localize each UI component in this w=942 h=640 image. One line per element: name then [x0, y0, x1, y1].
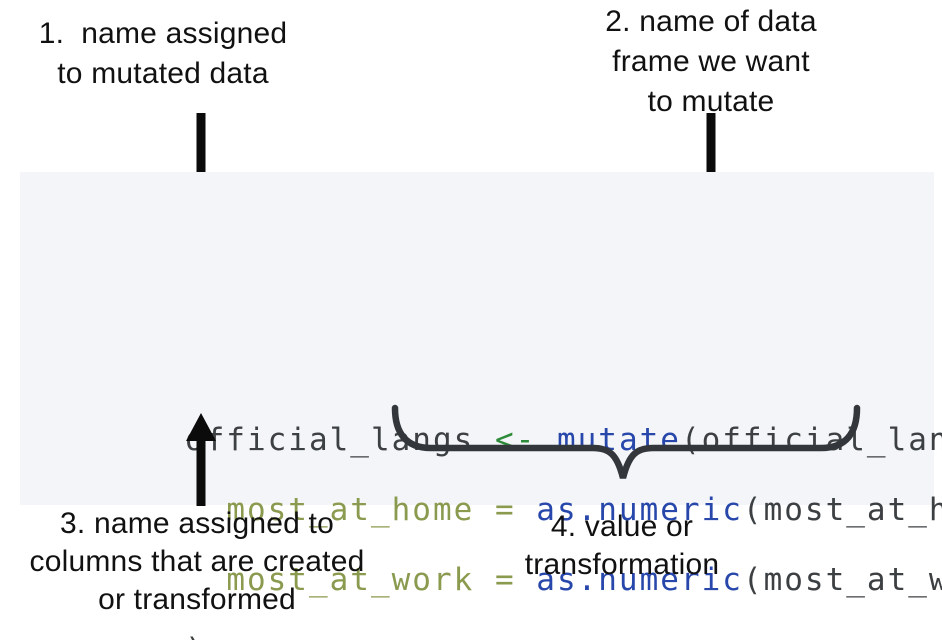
- underbrace-icon: [391, 404, 861, 479]
- annotation-line: columns that are created: [29, 545, 365, 578]
- annotation-4-value-or-transformation: 4. value or transformation: [472, 508, 772, 584]
- annotation-1-name-assigned-to-mutated-data: 1. name assigned to mutated data: [13, 14, 313, 94]
- annotation-line: 2. name of data: [605, 5, 817, 38]
- code-token: (most_at_work): [742, 562, 942, 598]
- code-line-4: ): [61, 590, 206, 640]
- code-token: (official_langs,: [680, 422, 942, 458]
- code-token: most_at_work =: [226, 562, 537, 598]
- arrow-3-up-icon: [186, 413, 216, 506]
- annotation-line: 1. name assigned: [38, 17, 288, 50]
- code-token: ): [185, 632, 206, 640]
- annotation-line: 4. value or: [550, 510, 694, 543]
- annotation-line: 3. name assigned to: [60, 507, 334, 540]
- code-line-2: most_at_home = as.numeric(most_at_home),: [61, 450, 942, 570]
- code-token: (most_at_home),: [742, 492, 942, 528]
- annotation-3-column-names: 3. name assigned to columns that are cre…: [16, 505, 378, 619]
- code-token: most_at_home =: [226, 492, 537, 528]
- code-token: mutate: [556, 422, 681, 458]
- arrow-shaft: [196, 113, 206, 181]
- code-line-1: official_langs <- mutate(official_langs,: [61, 380, 942, 500]
- code-token: as.numeric: [536, 562, 743, 598]
- arrow-shaft: [196, 439, 206, 506]
- arrowhead-up-icon: [186, 413, 216, 441]
- annotation-2-name-of-data-frame: 2. name of data frame we want to mutate: [561, 2, 861, 122]
- annotation-line: to mutated data: [57, 57, 269, 90]
- code-token: as.numeric: [536, 492, 743, 528]
- annotation-line: frame we want: [612, 45, 810, 78]
- arrow-shaft: [706, 113, 716, 181]
- annotation-line: to mutate: [647, 85, 775, 118]
- annotation-line: transformation: [524, 548, 720, 581]
- code-line-3: most_at_work = as.numeric(most_at_work): [61, 520, 942, 640]
- annotation-line: or transformed: [98, 583, 296, 616]
- code-token: official_langs: [184, 422, 495, 458]
- code-token: <-: [494, 422, 557, 458]
